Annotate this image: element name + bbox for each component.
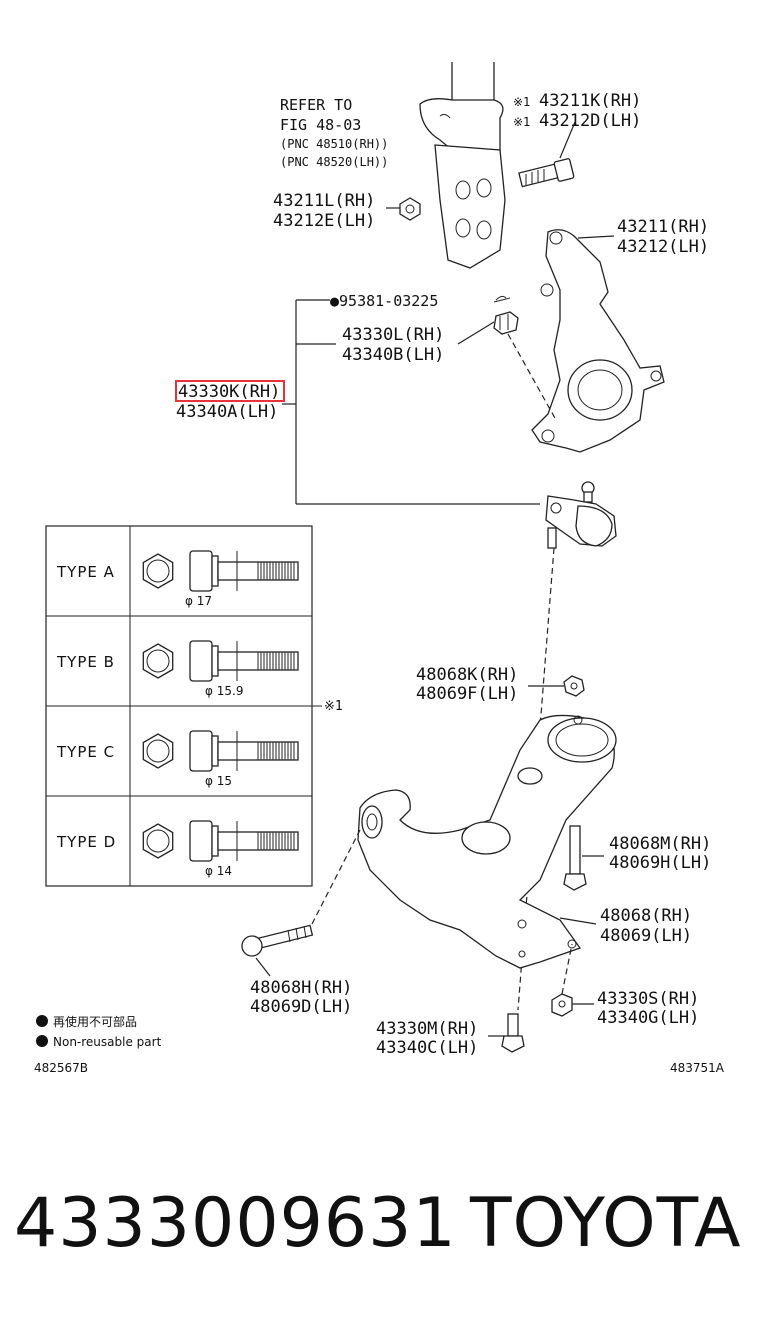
bj-bolt-rh: 43330M(RH) <box>376 1019 478 1039</box>
code-left: 482567B <box>34 1061 88 1075</box>
bj-nut-lh: 43340G(LH) <box>597 1008 699 1028</box>
arm-rh: 48068(RH) <box>600 906 692 926</box>
bolt-diameter-label: φ 15.9 <box>205 684 243 698</box>
legend-jp: 再使用不可部品 <box>53 1014 137 1029</box>
code-right: 483751A <box>670 1061 725 1075</box>
castle-nut-lh: 43340B(LH) <box>342 345 444 365</box>
knuckle-lh: 43212(LH) <box>617 237 709 257</box>
ball-joint-nut-icon <box>551 993 573 1017</box>
callout-labels: REFER TO FIG 48-03 (PNC 48510(RH)) (PNC … <box>175 91 711 1058</box>
arm-bolt-lh: 48069H(LH) <box>609 853 711 873</box>
knuckle-rh: 43211(RH) <box>617 217 709 237</box>
castle-nut-icon <box>493 311 519 335</box>
strut-nut-icon <box>399 197 421 221</box>
bj-nut-rh: 43330S(RH) <box>597 989 699 1009</box>
bolt-type-row: TYPE B φ 15.9 <box>56 640 299 698</box>
arm-lh: 48069(LH) <box>600 926 692 946</box>
ball-joint-icon <box>545 481 617 549</box>
lower-control-arm-icon <box>357 714 617 969</box>
brand-name: TOYOTA <box>470 1184 742 1263</box>
cotter-pin-icon <box>493 295 511 303</box>
refer-line2: FIG 48-03 <box>280 116 361 134</box>
bolt-type-label: TYPE C <box>56 743 115 761</box>
bolt-end-inner-icon <box>146 559 170 583</box>
ball-joint-bolt-icon <box>501 1013 525 1053</box>
nut-lh: 43212E(LH) <box>273 211 375 231</box>
refer-line1: REFER TO <box>280 96 352 114</box>
bushing-bolt-lh: 48069D(LH) <box>250 997 352 1017</box>
bolt-end-inner-icon <box>146 829 170 853</box>
bolt-flange-icon <box>211 825 219 857</box>
arm-nut-icon <box>563 675 585 697</box>
arm-nut-rh: 48068K(RH) <box>416 665 518 685</box>
bolt-flange-icon <box>211 735 219 767</box>
part-number: 4333009631 <box>14 1184 457 1263</box>
bolt-top-rh: 43211K(RH) <box>539 91 641 111</box>
bolt-type-row: TYPE D φ 14 <box>56 820 299 878</box>
bolt-flange-icon <box>211 645 219 677</box>
bolt-end-inner-icon <box>146 649 170 673</box>
table-mark: ※1 <box>324 699 343 714</box>
bolt-head-icon <box>189 550 213 592</box>
bolt-type-label: TYPE A <box>56 563 115 581</box>
legend-dot-2 <box>36 1035 48 1047</box>
bushing-bolt-rh: 48068H(RH) <box>250 978 352 998</box>
ball-joint-lh: 43340A(LH) <box>176 402 278 422</box>
steering-knuckle-icon <box>531 229 665 453</box>
cotter-pin: ●95381-03225 <box>330 292 438 310</box>
bolt-type-label: TYPE B <box>56 653 115 671</box>
bj-bolt-lh: 43340C(LH) <box>376 1038 478 1058</box>
bolt-end-inner-icon <box>146 739 170 763</box>
arm-nut-lh: 48069F(LH) <box>416 684 518 704</box>
bolt-type-table: ※1 <box>45 525 343 887</box>
refer-line4: (PNC 48520(LH)) <box>280 155 388 169</box>
bracket-lines <box>282 299 540 505</box>
arm-bolt-rh: 48068M(RH) <box>609 834 711 854</box>
nut-rh: 43211L(RH) <box>273 191 375 211</box>
bolt-flange-icon <box>211 555 219 587</box>
strut-assembly <box>419 62 506 269</box>
legend-en: Non-reusable part <box>53 1035 162 1049</box>
bolt-diameter-label: φ 15 <box>205 774 232 788</box>
highlight-box <box>175 380 285 402</box>
bolt-top-lh: 43212D(LH) <box>539 111 641 131</box>
bolt-type-row: TYPE A φ 17 <box>56 550 299 608</box>
castle-nut-rh: 43330L(RH) <box>342 325 444 345</box>
bolt-diameter-label: φ 14 <box>205 864 232 878</box>
top-bolt-icon <box>518 158 575 188</box>
bolt-head-icon <box>189 730 213 772</box>
ball-joint-rh: 43330K(RH) <box>178 382 280 402</box>
refer-line3: (PNC 48510(RH)) <box>280 137 388 151</box>
bolt-mark: ※1 <box>513 95 530 109</box>
bolt-head-icon <box>189 640 213 682</box>
bolt-type-row: TYPE C φ 15 <box>56 730 299 788</box>
bolt-head-icon <box>189 820 213 862</box>
bolt-mark-2: ※1 <box>513 115 530 129</box>
bolt-type-label: TYPE D <box>56 833 116 851</box>
legend-dot-1 <box>36 1015 48 1027</box>
bolt-diameter-label: φ 17 <box>185 594 212 608</box>
legend: 再使用不可部品 Non-reusable part <box>36 1014 162 1049</box>
arm-bolt-icon <box>563 825 587 891</box>
bushing-bolt-icon <box>241 924 314 957</box>
